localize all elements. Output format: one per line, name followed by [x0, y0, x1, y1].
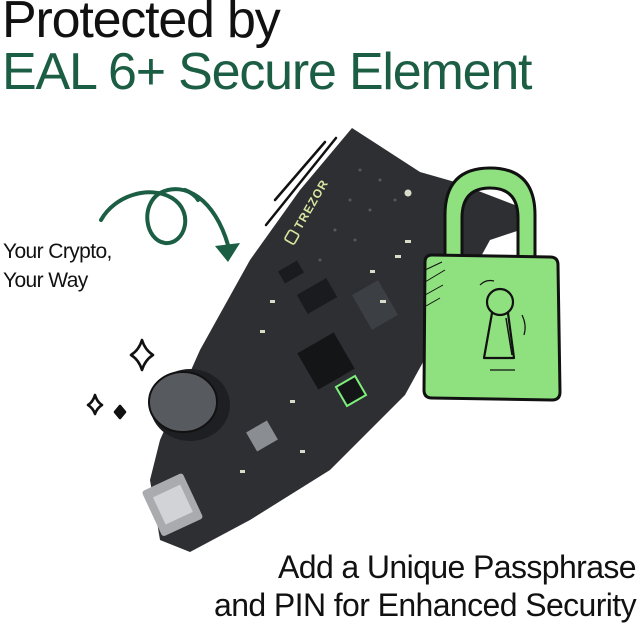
footer-line-2: and PIN for Enhanced Security — [214, 587, 637, 623]
tagline-line-2: Your Way — [3, 269, 88, 292]
headline-line-2: EAL 6+ Secure Element — [2, 43, 533, 101]
tagline: Your Crypto, Your Way — [3, 237, 112, 295]
tagline-line-1: Your Crypto, — [3, 240, 112, 263]
footer-caption: Add a Unique Passphrase and PIN for Enha… — [214, 548, 637, 624]
sparkle-icon — [86, 338, 155, 420]
headline: Protected by EAL 6+ Secure Element — [2, 0, 533, 101]
headline-line-1: Protected by — [2, 0, 281, 49]
curly-arrow-icon — [99, 187, 240, 262]
motion-lines-icon — [264, 136, 338, 227]
device-board: TREZOR — [142, 128, 528, 552]
padlock-icon — [422, 166, 562, 402]
footer-line-1: Add a Unique Passphrase — [278, 549, 637, 585]
